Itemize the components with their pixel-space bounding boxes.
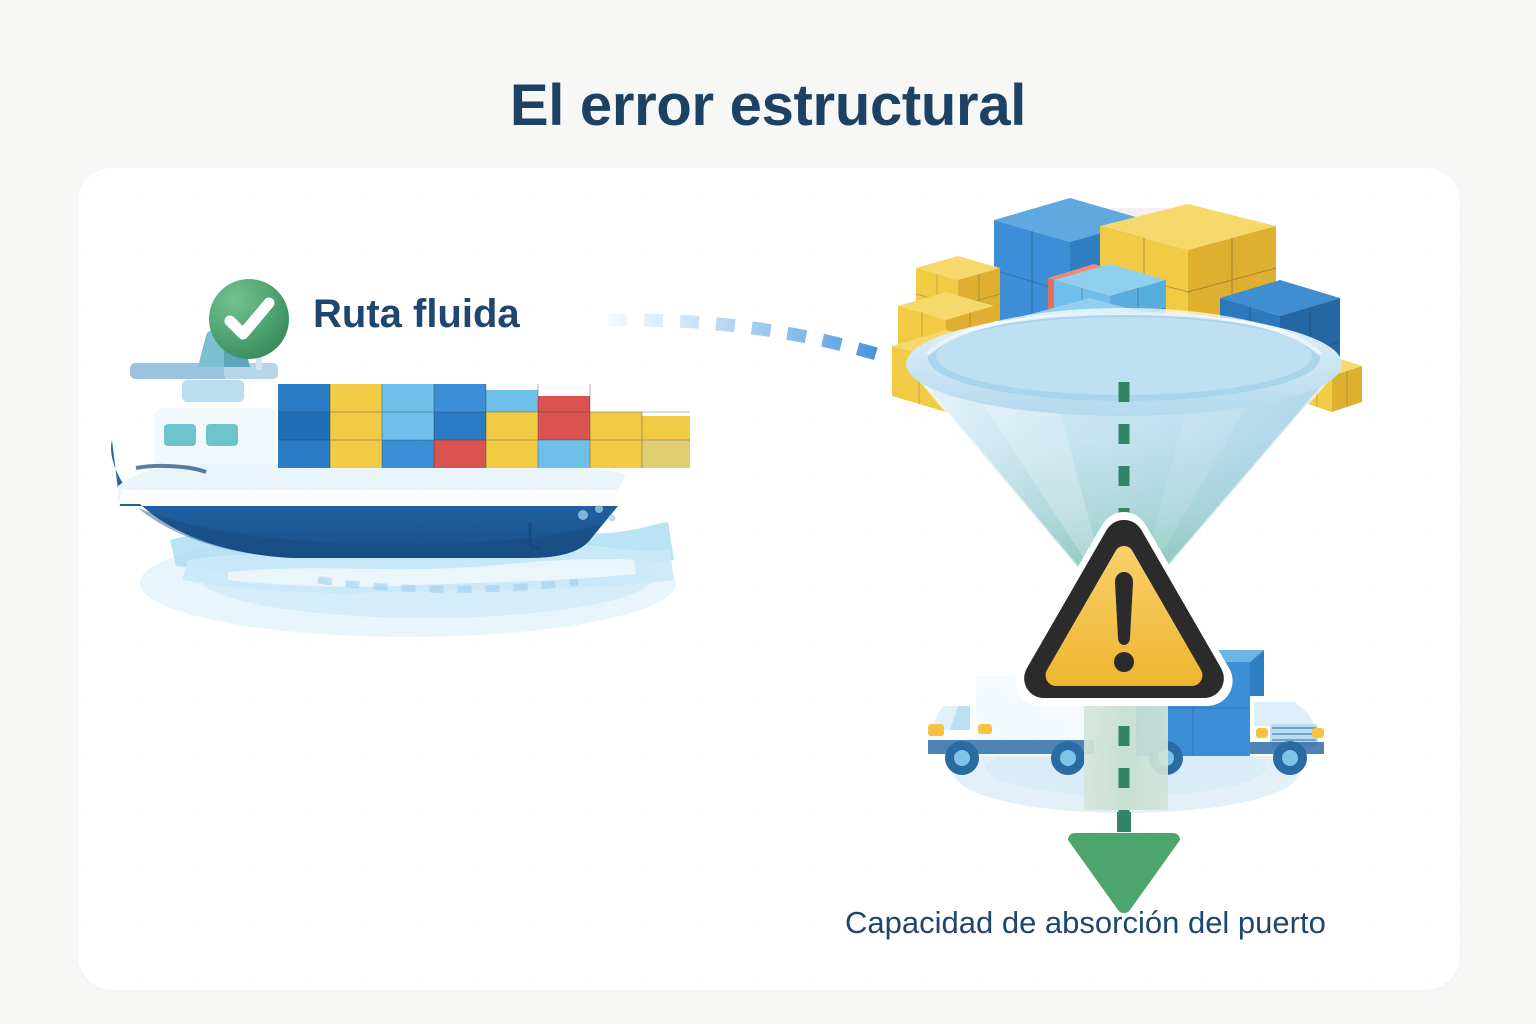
container-ship-illustration [110, 330, 690, 637]
ship-containers [278, 374, 690, 468]
ship-hull [110, 440, 618, 558]
dashed-flow-connector [607, 313, 892, 365]
port-capacity-funnel-group [892, 198, 1362, 913]
page-title: El error estructural [509, 73, 1027, 138]
ship-bow-details [528, 505, 616, 550]
illustration-layer [78, 168, 1460, 990]
status-badge-label: Ruta fluida [313, 292, 520, 336]
warning-triangle-icon [1015, 512, 1233, 706]
delivery-trucks-illustration [928, 638, 1324, 818]
downward-flow-arrow [1068, 812, 1180, 913]
funnel-shape [906, 307, 1342, 623]
capacity-caption: Capacidad de absorción del puerto [845, 905, 1326, 940]
status-badge [207, 277, 291, 361]
